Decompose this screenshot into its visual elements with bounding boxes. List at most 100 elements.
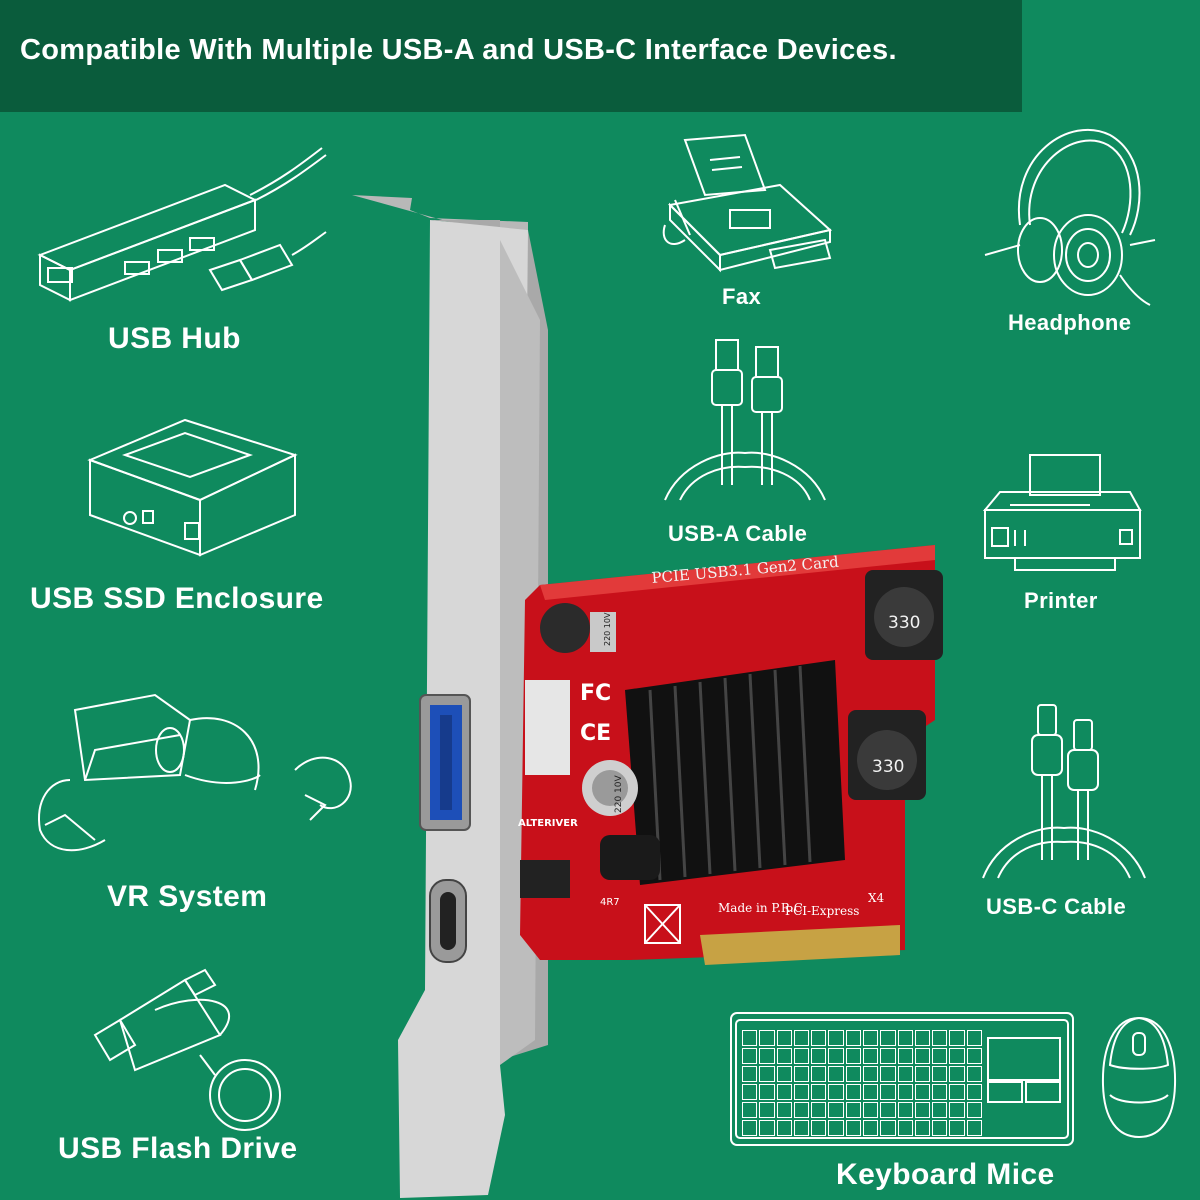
inductor-1-value: 330: [888, 613, 920, 633]
keyboard-key: [811, 1048, 827, 1064]
keyboard-key: [793, 1102, 810, 1118]
keyboard-key: [914, 1120, 931, 1136]
printer-illustration: [980, 450, 1145, 575]
mouse-illustration: [1100, 1015, 1178, 1140]
vr-system-label: VR System: [107, 880, 268, 913]
keyboard-key: [793, 1084, 810, 1100]
keyboard-key: [863, 1048, 879, 1064]
keyboard-key: [793, 1120, 810, 1136]
headphone-icon: [984, 129, 1156, 306]
keyboard-key: [932, 1066, 948, 1082]
keyboard-key: [845, 1048, 861, 1064]
vr-headset-icon: [38, 693, 352, 852]
keyboard-key: [776, 1120, 792, 1136]
keyboard-key: [880, 1102, 896, 1118]
usb-a-cable-label: USB-A Cable: [668, 521, 808, 546]
keyboard-key: [793, 1066, 810, 1082]
keyboard-key: [949, 1030, 965, 1046]
keyboard-key: [949, 1120, 965, 1136]
keyboard-keys: [742, 1030, 982, 1136]
keyboard-key: [759, 1048, 775, 1064]
keyboard-key: [897, 1102, 913, 1118]
keyboard-key: [811, 1030, 827, 1046]
keyboard-key: [897, 1048, 913, 1064]
inductor-1: [865, 570, 943, 660]
heatsink: [625, 660, 845, 885]
keyboard-key: [742, 1084, 758, 1100]
keyboard-key: [932, 1084, 948, 1100]
keyboard-key: [742, 1048, 758, 1064]
fax-illustration: [660, 130, 835, 280]
usb-c-port: [429, 879, 467, 963]
cap-2-value: 220 10V: [614, 775, 624, 813]
flash-drive-icon: [93, 968, 281, 1131]
keyboard-key: [793, 1048, 810, 1064]
flash-drive-illustration: [90, 960, 290, 1140]
white-connector: [525, 680, 570, 775]
usb-hub-icon: [37, 147, 327, 302]
inductor-2-value: 330: [872, 757, 904, 777]
keyboard-key: [897, 1030, 913, 1046]
keyboard-key: [759, 1102, 775, 1118]
keyboard-key: [863, 1084, 879, 1100]
usb-hub-illustration: [30, 140, 330, 310]
keyboard-key: [966, 1084, 982, 1100]
keyboard-illustration: [728, 1010, 1078, 1150]
keyboard-key: [811, 1066, 827, 1082]
banner-title: Compatible With Multiple USB-A and USB-C…: [20, 34, 897, 66]
recycle-mark: [644, 904, 681, 944]
interface-text: PCI-Express: [785, 904, 859, 918]
made-in-text: Made in P.R.C: [718, 901, 803, 915]
keyboard-key: [742, 1102, 758, 1118]
coil-component: [600, 835, 660, 880]
keyboard-key: [828, 1120, 844, 1136]
keyboard-key: [897, 1066, 913, 1082]
keyboard-key: [932, 1102, 948, 1118]
keyboard-key: [828, 1066, 844, 1082]
usb-a-cable-illustration: [660, 335, 830, 505]
keyboard-key: [828, 1030, 844, 1046]
printer-label: Printer: [1024, 588, 1098, 613]
keyboard-key: [880, 1048, 896, 1064]
keyboard-key: [914, 1066, 931, 1082]
ce-mark: CE: [580, 721, 611, 746]
keyboard-key: [897, 1084, 913, 1100]
keyboard-key: [880, 1030, 896, 1046]
keyboard-key: [863, 1120, 879, 1136]
keyboard-key: [897, 1120, 913, 1136]
keyboard-key: [776, 1030, 792, 1046]
keyboard-key: [932, 1030, 948, 1046]
usb-c-cable-illustration: [978, 700, 1150, 880]
keyboard-key: [828, 1084, 844, 1100]
keyboard-key: [845, 1066, 861, 1082]
keyboard-key: [914, 1030, 931, 1046]
vr-system-illustration: [25, 680, 365, 870]
keyboard-key: [949, 1084, 965, 1100]
keyboard-key: [776, 1084, 792, 1100]
usb-a-port: [419, 694, 471, 831]
keyboard-key: [742, 1030, 758, 1046]
keyboard-key: [828, 1102, 844, 1118]
keyboard-key: [811, 1120, 827, 1136]
keyboard-key: [845, 1030, 861, 1046]
coil-value: 4R7: [600, 897, 620, 908]
fc-mark: FC: [580, 681, 611, 706]
keyboard-key: [759, 1120, 775, 1136]
keyboard-key: [914, 1084, 931, 1100]
ssd-enclosure-label: USB SSD Enclosure: [30, 582, 324, 615]
keyboard-key: [845, 1084, 861, 1100]
keyboard-key: [776, 1048, 792, 1064]
keyboard-key: [811, 1102, 827, 1118]
ssd-enclosure-icon: [87, 418, 298, 557]
keyboard-key: [932, 1048, 948, 1064]
printer-icon: [982, 454, 1142, 571]
keyboard-mice-label: Keyboard Mice: [836, 1158, 1055, 1191]
keyboard-key: [759, 1030, 775, 1046]
keyboard-key: [966, 1066, 982, 1082]
keyboard-key: [863, 1030, 879, 1046]
keyboard-key: [863, 1066, 879, 1082]
inductor-2: [848, 710, 926, 800]
header-banner: Compatible With Multiple USB-A and USB-C…: [0, 0, 1022, 112]
mouse-icon: [1101, 1016, 1177, 1139]
